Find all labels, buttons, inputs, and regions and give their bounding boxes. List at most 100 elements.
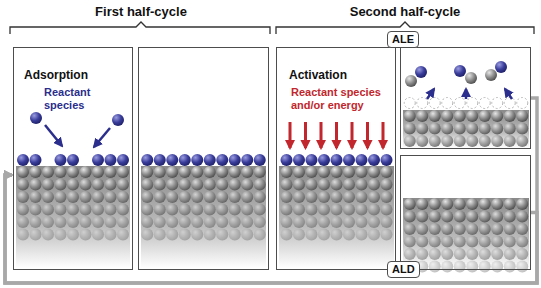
substrate-atom <box>454 261 466 273</box>
substrate-atom <box>491 123 503 135</box>
substrate-atom <box>504 211 516 223</box>
substrate-atom <box>117 204 129 216</box>
reactant-atom <box>356 154 368 166</box>
substrate-atom <box>166 229 178 241</box>
substrate-atom <box>466 248 478 260</box>
reactant-atom <box>166 154 178 166</box>
substrate-atom <box>404 123 416 135</box>
substrate-atom <box>466 110 478 122</box>
substrate-atom <box>55 216 67 228</box>
substrate-atom <box>229 216 241 228</box>
substrate-atom <box>466 236 478 248</box>
substrate-atom <box>441 135 453 147</box>
substrate-atom <box>441 248 453 260</box>
substrate-atom <box>416 123 428 135</box>
substrate-atom <box>368 179 380 191</box>
substrate-atom <box>179 166 191 178</box>
substrate-atom <box>80 204 92 216</box>
substrate-atom <box>67 204 79 216</box>
substrate-atom <box>368 204 380 216</box>
substrate-atom <box>30 204 42 216</box>
atom-row <box>281 216 393 228</box>
arrow <box>427 89 434 99</box>
substrate-atom <box>454 211 466 223</box>
atom-row <box>404 135 529 147</box>
substrate-atom <box>454 110 466 122</box>
reactant-atom <box>343 154 355 166</box>
substrate <box>403 198 529 273</box>
substrate-atom <box>306 191 318 203</box>
substrate-atom <box>306 229 318 241</box>
substrate-atom <box>254 204 266 216</box>
substrate-atom <box>331 191 343 203</box>
substrate-atom <box>441 223 453 235</box>
substrate-atom <box>241 191 253 203</box>
substrate-atom <box>429 110 441 122</box>
activation-arrow <box>351 122 354 148</box>
substrate-atom <box>17 204 29 216</box>
substrate-atom <box>141 166 153 178</box>
substrate-atom <box>504 248 516 260</box>
substrate-atom <box>141 191 153 203</box>
substrate-atom <box>105 191 117 203</box>
substrate <box>141 166 266 268</box>
substrate-atom <box>254 229 266 241</box>
substrate-atom <box>343 204 355 216</box>
atom-row <box>141 229 266 241</box>
substrate-atom <box>318 216 330 228</box>
substrate-atom <box>485 69 497 81</box>
substrate-atom <box>441 261 453 273</box>
substrate-atom <box>80 229 92 241</box>
atom-row <box>281 191 393 203</box>
substrate-atom <box>504 198 516 210</box>
substrate-atom <box>55 191 67 203</box>
substrate-atom <box>368 229 380 241</box>
substrate-atom <box>166 216 178 228</box>
reactant-atom <box>331 154 343 166</box>
substrate-atom <box>141 204 153 216</box>
substrate-atom <box>343 191 355 203</box>
atom-row <box>141 204 266 216</box>
species-label: Reactant species and/or energy <box>291 86 389 112</box>
substrate-atom <box>204 166 216 178</box>
substrate-atom <box>356 216 368 228</box>
substrate-atom <box>229 229 241 241</box>
substrate-atom <box>80 166 92 178</box>
vacancy <box>467 98 478 109</box>
substrate-atom <box>504 110 516 122</box>
substrate-atom <box>216 191 228 203</box>
substrate-atom <box>404 198 416 210</box>
substrate-atom <box>241 229 253 241</box>
substrate-atom <box>204 216 216 228</box>
vacancy <box>517 98 528 109</box>
ald-panel: ALD <box>400 155 531 270</box>
vacancy <box>454 98 465 109</box>
atom-row <box>141 216 266 228</box>
substrate-atom <box>154 166 166 178</box>
substrate-atom <box>92 204 104 216</box>
substrate-atom <box>343 216 355 228</box>
reactant-flux <box>30 112 124 126</box>
substrate-atom <box>17 179 29 191</box>
substrate-atom <box>356 229 368 241</box>
atom-row <box>281 229 393 241</box>
substrate-atom <box>516 248 528 260</box>
reactant-atom <box>281 154 293 166</box>
substrate-atom <box>17 191 29 203</box>
adsorbed-layer <box>17 154 129 166</box>
adsorbed-layer <box>281 154 393 166</box>
substrate-atom <box>368 216 380 228</box>
reactant-atom <box>254 154 266 166</box>
cycle-arrow <box>5 98 537 283</box>
substrate-atom <box>504 236 516 248</box>
reactant-atom <box>381 154 393 166</box>
substrate-atom <box>466 211 478 223</box>
substrate-atom <box>191 166 203 178</box>
substrate-atom <box>42 179 54 191</box>
atom-row <box>141 166 266 178</box>
substrate-atom <box>318 204 330 216</box>
substrate-atom <box>117 191 129 203</box>
substrate-atom <box>80 216 92 228</box>
reactant-atom <box>179 154 191 166</box>
substrate-atom <box>491 110 503 122</box>
